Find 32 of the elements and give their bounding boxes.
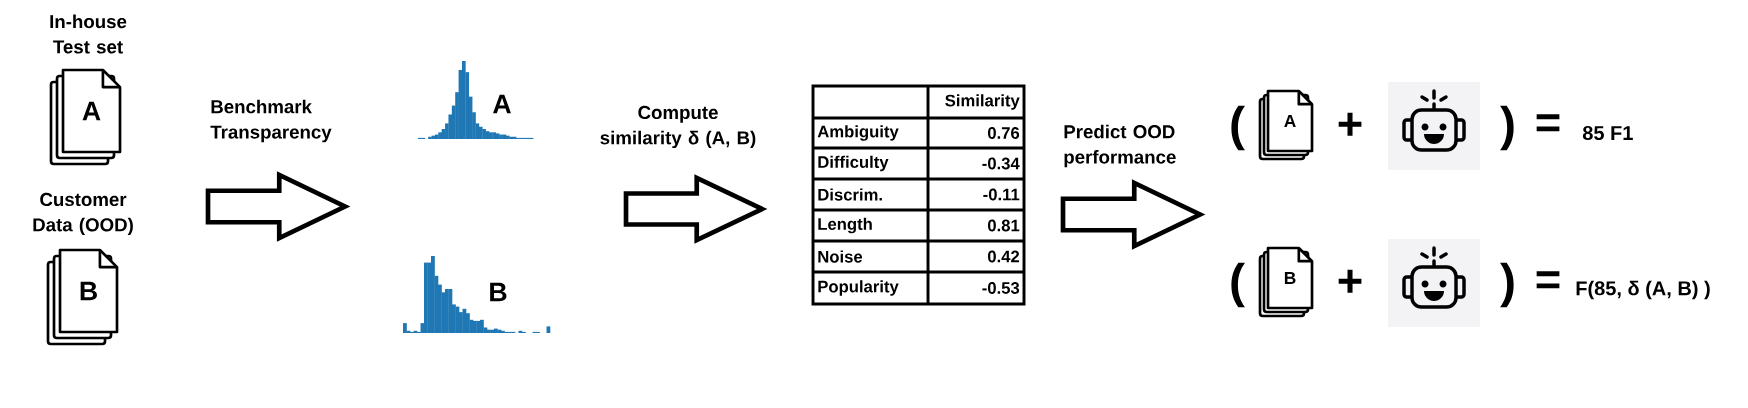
- result-text: F(85, δ (A, B) ): [1576, 280, 1710, 300]
- row-label: Noise: [818, 250, 863, 263]
- similarity-value: 0.81: [988, 219, 1020, 232]
- step-label: Benchmark Transparency: [210, 99, 332, 143]
- histogram-label: B: [490, 282, 507, 302]
- parenthesis: (: [1231, 262, 1245, 308]
- parenthesis: ): [1500, 262, 1514, 308]
- histogram-label: A: [493, 94, 511, 114]
- row-label: Difficulty: [818, 155, 889, 172]
- plus-sign: +: [1338, 269, 1362, 293]
- document-stack: B: [1258, 246, 1314, 318]
- row-label: Discrim.: [818, 188, 882, 201]
- plus-sign: +: [1338, 112, 1362, 136]
- heading-text: Customer Data (OOD): [33, 192, 133, 236]
- step-label: Compute similarity δ (A, B): [600, 105, 756, 149]
- column-header: Similarity: [945, 94, 1020, 110]
- heading-text: In-house Test set: [50, 14, 127, 54]
- row-label: Popularity: [818, 280, 899, 296]
- similarity-value: 0.76: [988, 127, 1020, 139]
- row-label: Length: [818, 217, 872, 234]
- parenthesis: ): [1500, 105, 1514, 151]
- similarity-value: -0.34: [982, 157, 1020, 170]
- equals-sign: =: [1536, 271, 1560, 289]
- result-text: 85 F1: [1582, 125, 1633, 141]
- similarity-value: -0.53: [982, 282, 1020, 294]
- equals-sign: =: [1536, 114, 1560, 132]
- row-label: Ambiguity: [817, 125, 899, 141]
- document-stack: A: [1258, 89, 1314, 161]
- parenthesis: (: [1231, 105, 1245, 151]
- similarity-value: 0.42: [988, 250, 1020, 263]
- step-label: Predict OOD performance: [1064, 124, 1176, 168]
- similarity-value: -0.11: [983, 188, 1020, 201]
